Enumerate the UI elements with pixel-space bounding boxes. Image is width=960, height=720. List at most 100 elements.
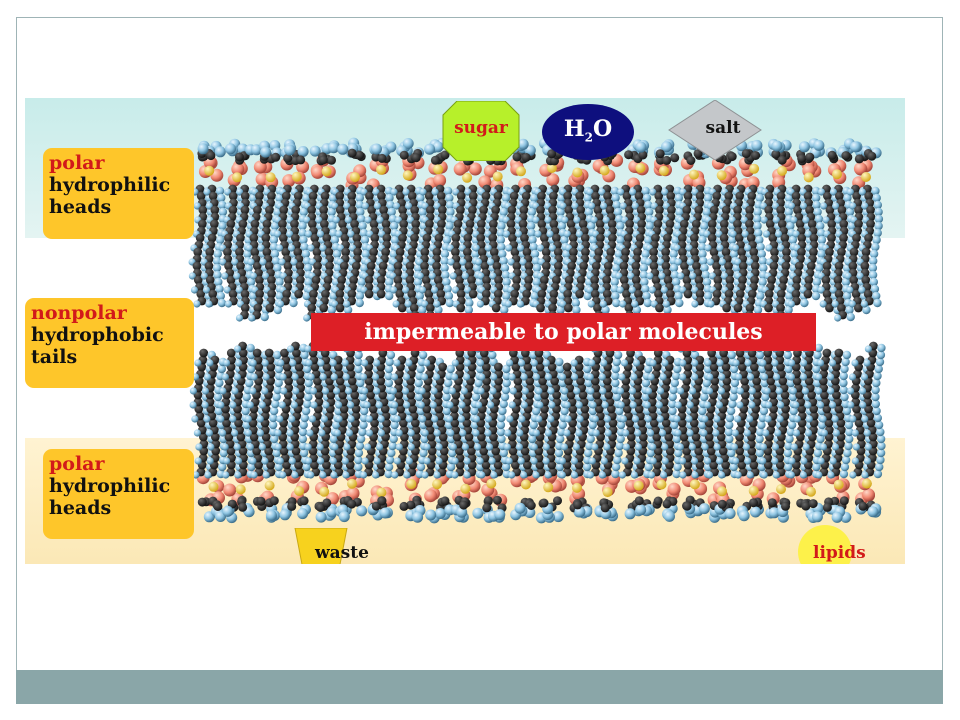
atom <box>205 300 213 308</box>
atom <box>586 471 595 479</box>
atom <box>643 298 652 308</box>
atom <box>392 300 400 308</box>
atom <box>575 230 584 238</box>
atom <box>835 191 844 201</box>
atom <box>291 373 299 381</box>
atom <box>679 471 687 479</box>
atom <box>630 373 638 381</box>
atom <box>207 233 217 243</box>
atom <box>869 277 878 287</box>
atom <box>686 429 694 437</box>
atom <box>308 191 318 201</box>
atom <box>496 427 506 437</box>
atom <box>560 406 569 416</box>
atom <box>204 261 214 271</box>
atom <box>214 277 223 287</box>
atom <box>873 469 883 479</box>
atom <box>677 387 685 395</box>
atom <box>695 460 705 470</box>
atom <box>384 364 394 374</box>
atom <box>864 233 873 243</box>
atom <box>746 471 754 479</box>
atom <box>820 390 829 400</box>
atom <box>764 303 773 313</box>
atom <box>407 247 417 257</box>
atom <box>557 221 567 231</box>
atom <box>747 191 757 201</box>
atom <box>274 378 283 388</box>
atom <box>355 200 364 210</box>
atom <box>406 479 417 489</box>
atom <box>644 364 653 374</box>
atom <box>338 390 348 400</box>
atom <box>379 205 389 215</box>
atom <box>406 500 416 510</box>
atom <box>472 507 484 519</box>
atom <box>223 286 231 294</box>
atom <box>705 387 714 395</box>
atom <box>573 216 581 224</box>
atom <box>749 498 758 508</box>
atom <box>226 348 236 358</box>
atom <box>364 443 372 451</box>
atom <box>732 359 740 367</box>
atom <box>548 244 557 252</box>
atom <box>661 359 669 367</box>
atom <box>793 205 802 215</box>
atom <box>206 151 216 161</box>
atom <box>434 404 444 414</box>
atom <box>288 415 296 423</box>
atom <box>468 289 478 299</box>
atom <box>611 378 620 388</box>
atom <box>355 441 365 451</box>
atom <box>376 443 384 451</box>
atom <box>226 219 236 229</box>
atom <box>477 272 485 280</box>
atom <box>468 191 478 201</box>
atom <box>493 289 503 299</box>
atom <box>219 448 228 458</box>
atom <box>483 496 493 506</box>
atom <box>805 205 814 215</box>
atom <box>559 373 567 381</box>
atom <box>320 219 329 229</box>
atom <box>733 219 742 229</box>
atom <box>745 303 755 313</box>
atom <box>261 457 269 465</box>
atom <box>222 505 234 517</box>
atom <box>784 462 793 472</box>
atom <box>537 289 547 299</box>
atom <box>549 219 559 229</box>
atom <box>683 289 693 299</box>
atom <box>802 216 810 224</box>
atom <box>588 202 596 210</box>
atom <box>760 216 768 224</box>
atom <box>827 150 837 160</box>
atom <box>777 155 787 165</box>
atom <box>433 471 441 479</box>
atom <box>370 418 379 428</box>
atom <box>219 258 227 266</box>
atom <box>449 443 457 451</box>
atom <box>258 443 266 451</box>
atom <box>872 406 881 416</box>
atom <box>653 496 663 506</box>
atom <box>771 457 779 465</box>
atom <box>244 415 252 423</box>
atom <box>219 387 227 395</box>
atom <box>612 200 621 210</box>
atom <box>380 404 390 414</box>
atom <box>833 275 843 285</box>
atom <box>663 305 672 315</box>
atom <box>797 404 807 414</box>
atom <box>412 511 424 523</box>
atom <box>497 221 506 231</box>
atom <box>493 191 503 201</box>
atom <box>539 498 549 508</box>
atom <box>497 434 506 444</box>
atom <box>376 487 387 498</box>
atom <box>500 392 510 402</box>
atom <box>639 432 648 442</box>
atom <box>525 376 535 386</box>
atom <box>361 249 370 259</box>
